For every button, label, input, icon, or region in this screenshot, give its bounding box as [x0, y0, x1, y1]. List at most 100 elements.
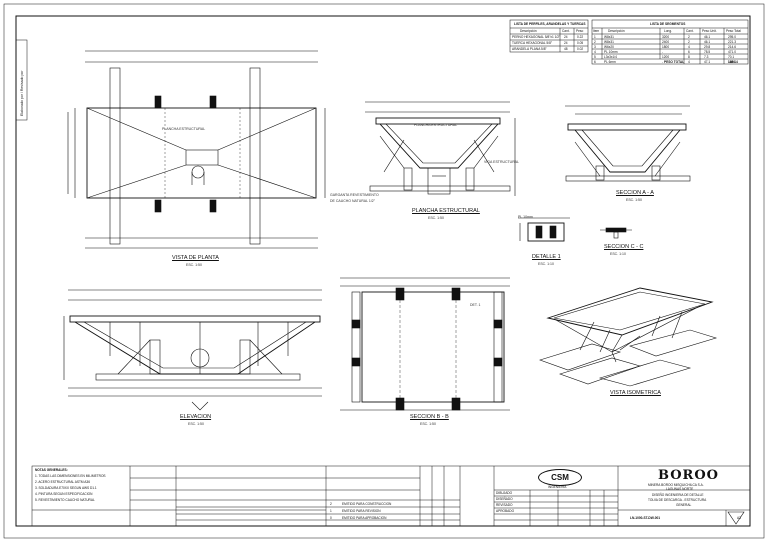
- parts-total-label: PESO TOTAL: [664, 60, 685, 64]
- parts-cell: 221.3: [728, 40, 736, 44]
- parts-cell: 2: [594, 40, 596, 44]
- section-b-det-callout: DET. 1: [470, 303, 481, 307]
- parts-header-unit-weight: Peso Unit.: [702, 29, 717, 33]
- parts-header-desc: Descripción: [608, 29, 625, 33]
- parts-header-length: Long.: [664, 29, 672, 33]
- parts-cell: 4: [688, 45, 690, 49]
- detail-1-scale: ESC. 1:10: [538, 262, 554, 266]
- drawing-title-2: TOLVA DE DESCARGA - ESTRUCTURA: [648, 498, 707, 502]
- sheet-inner-border: [15, 15, 751, 527]
- sheet-outer-border: [3, 3, 765, 539]
- materials-row-3-desc: ARANDELA PLANA 5/8": [512, 47, 547, 51]
- section-a-view: [565, 105, 691, 182]
- note-1: 1. TODAS LAS DIMENSIONES EN MILIMETROS: [35, 474, 106, 478]
- parts-cell: 1200: [662, 55, 670, 59]
- drawing-number: LN-1000-ST-DW-001: [630, 516, 661, 520]
- parts-cell: W6x20: [604, 45, 614, 49]
- plan-view-title: VISTA DE PLANTA: [172, 255, 219, 261]
- parts-cell: W8x31: [604, 35, 614, 39]
- detail-1-view: [518, 217, 570, 242]
- parts-table: [591, 19, 749, 65]
- revision-row-3-desc: EMITIDO PARA APROBACION: [342, 516, 387, 520]
- lateral-view-title: PLANCHA ESTRUCTURAL: [412, 208, 480, 214]
- side-label: Elaborado por / Revisado por: [20, 70, 24, 116]
- materials-header-weight: Peso: [576, 29, 584, 33]
- parts-total-value: 1460.4: [728, 60, 738, 64]
- materials-row-3-qty: 48: [564, 47, 568, 51]
- csm-sub: INGENIERIA: [548, 485, 567, 489]
- parts-cell: 188.4: [728, 60, 736, 64]
- section-a-scale: ESC. 1:50: [626, 198, 642, 202]
- lateral-callout-beam: VIGA ESTRUCTURAL: [484, 160, 520, 164]
- materials-row-2-qty: 24: [564, 41, 568, 45]
- role-4: APROBADO: [496, 509, 515, 513]
- revision-row-1-rev: 2: [330, 502, 332, 506]
- lateral-callout-liner: PLANCHA ESTRUCTURAL: [414, 123, 458, 127]
- section-b-scale: ESC. 1:50: [420, 422, 436, 426]
- note-3: 3. SOLDADURA E70XX SEGUN AWS D1.1: [35, 486, 97, 490]
- parts-cell: 4: [688, 60, 690, 64]
- parts-header-qty: Cant.: [686, 29, 694, 33]
- revision-row-2-rev: 1: [330, 509, 332, 513]
- parts-cell: 8: [688, 55, 690, 59]
- parts-cell: 1800: [662, 45, 670, 49]
- parts-cell: 47.1: [704, 60, 711, 64]
- revision-row-2-desc: EMITIDO PARA REVISION: [342, 509, 381, 513]
- parts-table-title: LISTA DE SEGMENTOS: [650, 22, 686, 26]
- materials-header-desc: Descripción: [520, 29, 537, 33]
- parts-cell: 2: [688, 35, 690, 39]
- parts-cell: 4: [594, 50, 596, 54]
- parts-header-item: Item: [593, 29, 600, 33]
- company-name: MINERA BOROO MISQUICHILCA S.A.: [648, 483, 704, 487]
- revision-row-3-rev: 0: [330, 516, 332, 520]
- materials-row-1-desc: PERNO HEXAGONAL 5/8"x1 1/2": [512, 35, 561, 39]
- parts-cell: 70.1: [728, 55, 735, 59]
- section-a-title: SECCION A - A: [616, 190, 654, 196]
- materials-row-2-weight: 0.05: [577, 41, 584, 45]
- lateral-callout-chute: GARGANTA REVESTIMIENTO DE CAUCHO NATURAL…: [330, 193, 379, 203]
- notes-title: NOTAS GENERALES:: [35, 468, 68, 472]
- parts-cell: L3x3x1/4: [604, 55, 617, 59]
- sheet-mark-icon: [727, 511, 745, 525]
- elevation-scale: ESC. 1:50: [188, 422, 204, 426]
- role-1: DIBUJADO: [496, 491, 513, 495]
- section-b-view: [340, 277, 510, 411]
- note-4: 4. PINTURA SEGUN ESPECIFICACION: [35, 492, 93, 496]
- isometric-title: VISTA ISOMETRICA: [610, 390, 661, 396]
- drawing-title-1: DISEÑO INGENIERIA DE DETALLE: [652, 493, 704, 497]
- parts-cell: 471.0: [728, 50, 736, 54]
- sheet-size: A3: [737, 516, 741, 520]
- parts-cell: 29.8: [704, 45, 711, 49]
- parts-cell: 46.1: [704, 35, 711, 39]
- section-b-title: SECCION B - B: [410, 414, 449, 420]
- note-2: 2. ACERO ESTRUCTURAL ASTM A36: [35, 480, 90, 484]
- title-block-grid: [31, 465, 751, 527]
- parts-cell: PL 6mm: [604, 60, 616, 64]
- parts-cell: 3200: [662, 35, 670, 39]
- elevation-view: [63, 289, 322, 411]
- section-c-view: [600, 227, 632, 239]
- detail-1-callout: PL 10mm: [518, 215, 533, 219]
- role-3: REVISADO: [496, 503, 513, 507]
- company-logo: BOROO: [658, 468, 720, 483]
- plan-view-scale: ESC. 1:50: [186, 263, 202, 267]
- detail-1-title: DETALLE 1: [532, 254, 561, 260]
- isometric-view: [539, 287, 718, 387]
- parts-cell: PL 10mm: [604, 50, 618, 54]
- parts-cell: 7.3: [704, 55, 709, 59]
- lateral-elevation-view: [365, 101, 516, 196]
- materials-row-1-qty: 24: [564, 35, 568, 39]
- elevation-title: ELEVACION: [180, 414, 212, 420]
- plan-view: [67, 50, 326, 249]
- parts-cell: 2400: [662, 40, 670, 44]
- role-2: DISEÑADO: [496, 497, 513, 501]
- csm-logo: CSM: [538, 469, 582, 486]
- parts-cell: -: [662, 60, 664, 64]
- section-c-scale: ESC. 1:10: [610, 252, 626, 256]
- parts-cell: 3: [594, 45, 596, 49]
- parts-cell: 1: [594, 35, 596, 39]
- materials-row-3-weight: 0.02: [577, 47, 584, 51]
- materials-table-title: LISTA DE PERFILES, ARANDELAS Y TUERCAS: [514, 22, 586, 26]
- materials-row-1-weight: 0.22: [577, 35, 584, 39]
